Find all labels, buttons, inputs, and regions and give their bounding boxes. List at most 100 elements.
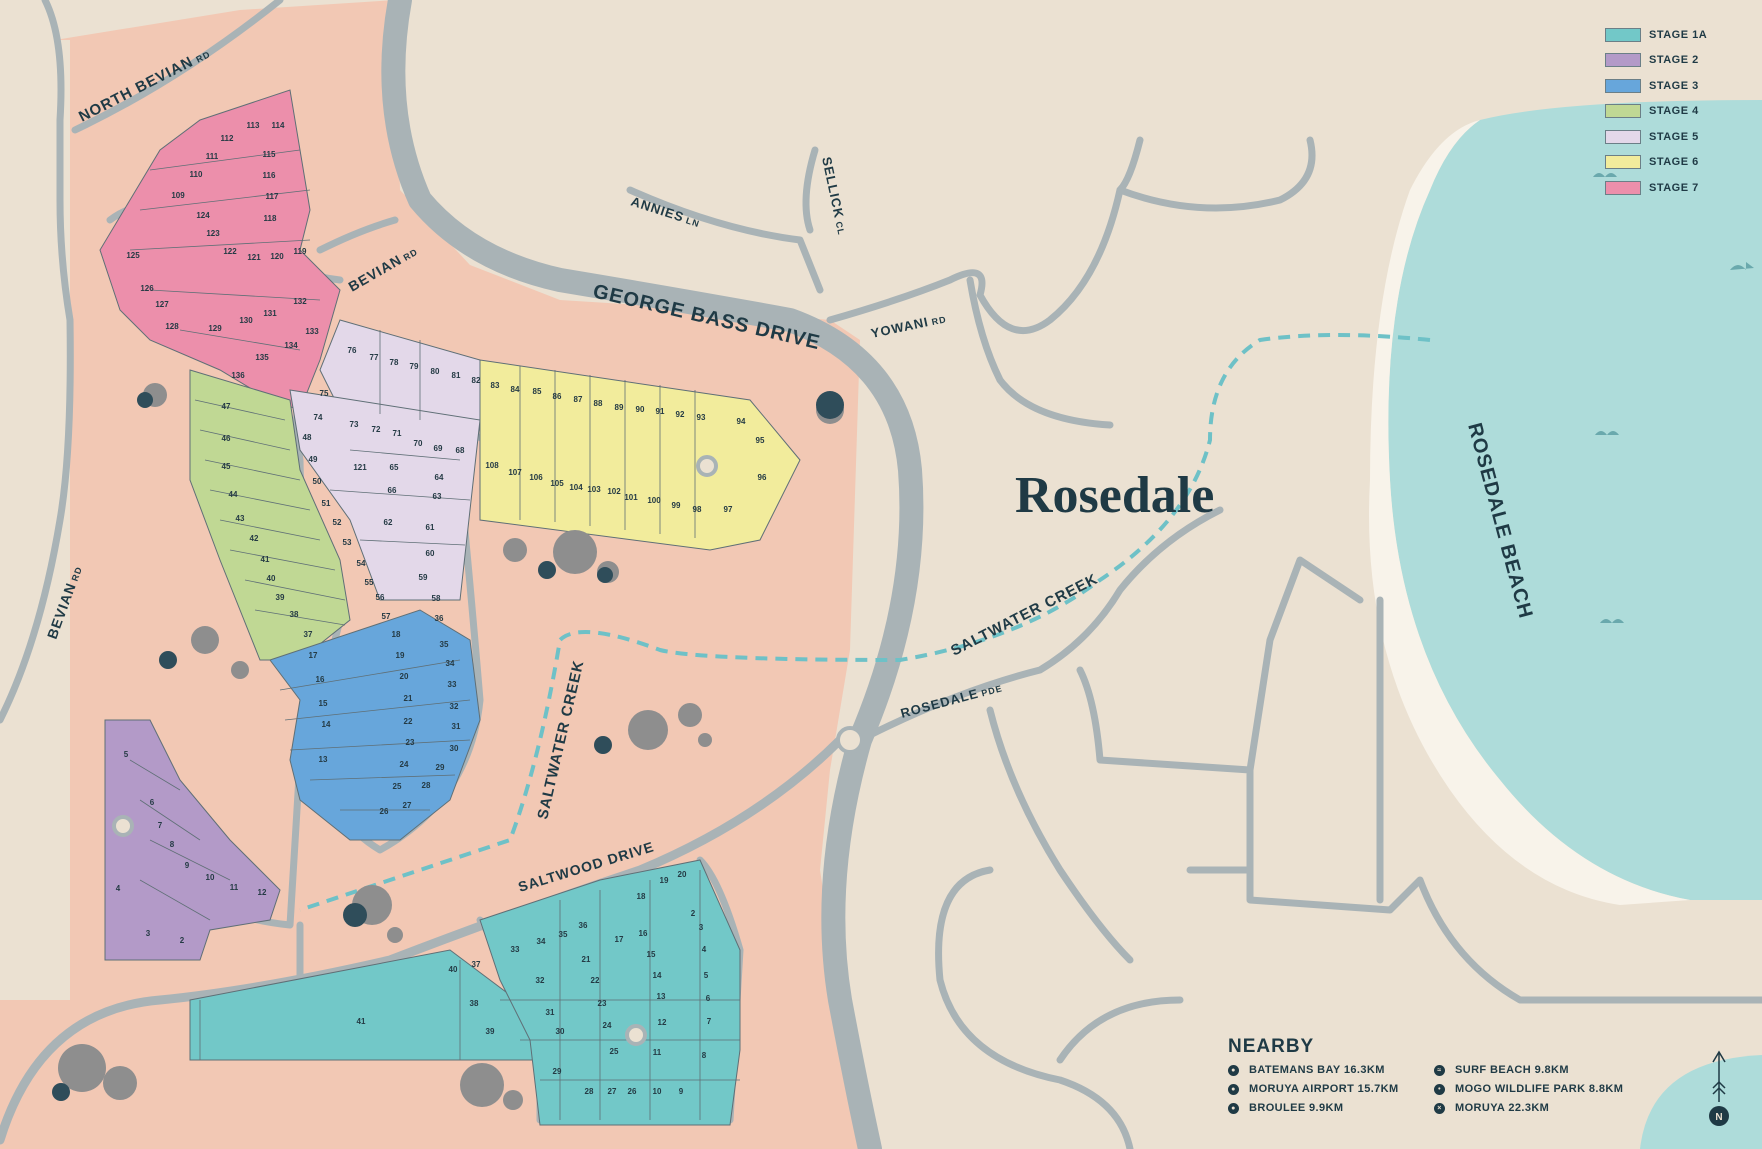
lot-number: 104 [569, 483, 583, 492]
lot-number: 8 [170, 840, 175, 849]
lot-number: 27 [403, 801, 412, 810]
lot-number: 32 [536, 976, 545, 985]
lot-number: 3 [146, 929, 151, 938]
lot-number: 33 [448, 680, 457, 689]
lot-number: 43 [236, 514, 245, 523]
lot-number: 29 [553, 1067, 562, 1076]
lot-number: 83 [491, 381, 500, 390]
legend-label: STAGE 3 [1649, 79, 1699, 92]
lot-number: 28 [585, 1087, 594, 1096]
lot-number: 2 [180, 936, 185, 945]
lot-number: 63 [433, 492, 442, 501]
lot-number: 5 [704, 971, 709, 980]
lot-number: 26 [380, 807, 389, 816]
lot-number: 117 [266, 192, 279, 201]
location-pin-icon: ● [1228, 1102, 1239, 1114]
nearby-label: MORUYA 22.3KM [1455, 1102, 1550, 1114]
lot-number: 19 [660, 876, 669, 885]
stage1a-block-b [479, 859, 741, 1126]
lot-number: 113 [247, 121, 260, 130]
lot-number: 35 [559, 930, 568, 939]
legend-item: STAGE 5 [1605, 124, 1755, 150]
lot-number: 61 [426, 523, 435, 532]
lot-number: 40 [449, 965, 458, 974]
lot-number: 52 [333, 518, 342, 527]
lot-number: 81 [452, 371, 461, 380]
lot-number: 112 [221, 134, 234, 143]
lot-number: 58 [432, 594, 441, 603]
lot-number: 90 [636, 405, 645, 414]
lot-number: 129 [208, 324, 222, 333]
cul-de-sac [112, 815, 134, 837]
lot-number: 5 [124, 750, 129, 759]
lot-number: 70 [414, 439, 423, 448]
lot-number: 20 [678, 870, 687, 879]
lot-number: 56 [376, 593, 385, 602]
lot-number: 10 [206, 873, 215, 882]
lot-number: 73 [350, 420, 359, 429]
lot-number: 131 [263, 309, 277, 318]
lot-number: 21 [582, 955, 591, 964]
lot-number: 125 [126, 251, 140, 260]
lot-number: 8 [702, 1051, 707, 1060]
stage6-block [479, 359, 801, 551]
lot-number: 13 [657, 992, 666, 1001]
nearby-item: ●BROULEE 9.9KM [1228, 1102, 1434, 1114]
lot-number: 101 [624, 493, 638, 502]
lot-number: 25 [393, 782, 402, 791]
lot-number: 19 [396, 651, 405, 660]
lot-number: 49 [309, 455, 318, 464]
lot-number: 36 [435, 614, 444, 623]
legend-swatch [1605, 155, 1641, 170]
nearby-item: ●MORUYA AIRPORT 15.7KM [1228, 1083, 1434, 1095]
lot-number: 24 [603, 1021, 612, 1030]
dark-trees [52, 391, 844, 1101]
lot-number: 132 [293, 297, 307, 306]
page-title: Rosedale [1015, 467, 1214, 524]
lot-number: 115 [263, 150, 276, 159]
lot-number: 11 [653, 1048, 662, 1057]
lot-number: 35 [440, 640, 449, 649]
lot-number: 39 [486, 1027, 495, 1036]
stage3-block [269, 609, 481, 841]
lot-number: 99 [672, 501, 681, 510]
lot-number: 118 [264, 214, 277, 223]
lot-number: 47 [222, 402, 231, 411]
lot-number: 21 [404, 694, 413, 703]
legend-item: STAGE 7 [1605, 175, 1755, 201]
lot-number: 22 [591, 976, 600, 985]
lot-number: 59 [419, 573, 428, 582]
beach-sand [1369, 120, 1690, 905]
lot-number: 12 [658, 1018, 667, 1027]
lot-number: 15 [647, 950, 656, 959]
ocean-corner [1640, 1055, 1762, 1149]
lot-number: 30 [556, 1027, 565, 1036]
lot-number: 126 [140, 284, 154, 293]
lot-number: 111 [206, 152, 219, 161]
nearby-label: MOGO WILDLIFE PARK 8.8KM [1455, 1083, 1624, 1095]
lot-number: 88 [594, 399, 603, 408]
lot-number: 116 [263, 171, 276, 180]
lot-number: 135 [255, 353, 269, 362]
lot-number: 95 [756, 436, 765, 445]
lot-number: 4 [702, 945, 707, 954]
lot-number: 82 [472, 376, 481, 385]
nearby-panel: NEARBY ●BATEMANS BAY 16.3KM≈SURF BEACH 9… [1228, 1036, 1668, 1146]
lot-number: 34 [537, 937, 546, 946]
lot-number: 27 [608, 1087, 617, 1096]
lot-number: 68 [456, 446, 465, 455]
lot-number: 98 [693, 505, 702, 514]
lot-number: 121 [353, 463, 367, 472]
lot-number: 51 [322, 499, 331, 508]
nearby-label: MORUYA AIRPORT 15.7KM [1249, 1083, 1399, 1095]
lot-number: 105 [550, 479, 564, 488]
lot-number: 87 [574, 395, 583, 404]
lot-number: 120 [270, 252, 284, 261]
lot-number: 53 [343, 538, 352, 547]
lot-number: 79 [410, 362, 419, 371]
lot-number: 62 [384, 518, 393, 527]
location-pin-icon: ● [1228, 1064, 1239, 1076]
lot-number: 10 [653, 1087, 662, 1096]
roundabout [836, 726, 864, 754]
